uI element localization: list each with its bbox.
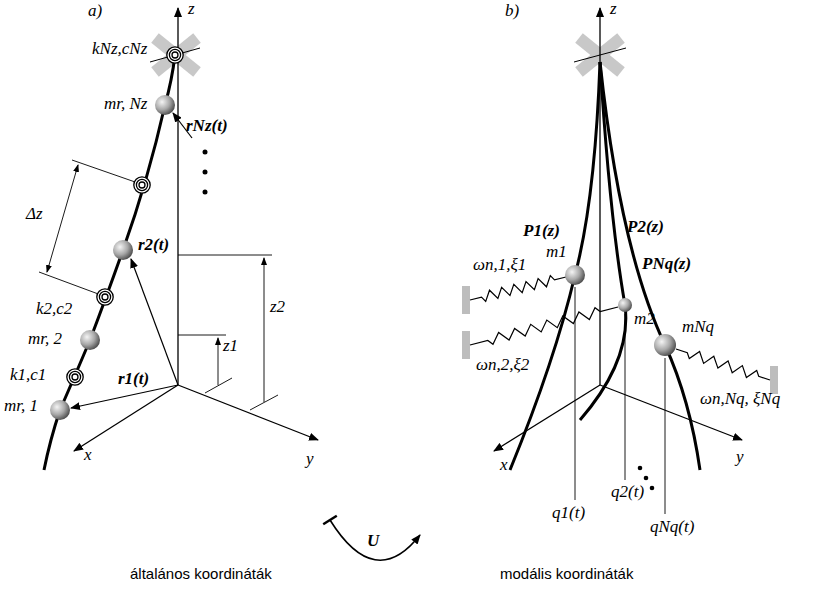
modal-masses <box>565 265 676 356</box>
support-cross <box>150 38 200 72</box>
lumped-masses <box>50 95 175 420</box>
modal-spring-label: ωn,1,ξ1 <box>473 256 526 275</box>
vector-label: r1(t) <box>118 370 149 389</box>
panel-caption: általános koordináták <box>130 565 272 582</box>
modal-spring-label: ωn,Nq, ξNq <box>700 390 780 409</box>
axis-label: y <box>736 448 744 467</box>
ellipsis-dots <box>203 150 208 195</box>
axis-label: x <box>84 446 92 465</box>
dimension-label: z2 <box>270 298 285 317</box>
axis-label: y <box>306 450 314 469</box>
rod <box>44 55 175 470</box>
mass-label: mr, 1 <box>4 397 38 416</box>
mass-label: mr, Nz <box>104 95 147 114</box>
axis-label: x <box>500 456 508 475</box>
spring-label: k2,c2 <box>36 300 72 319</box>
torsion-springs <box>67 47 183 385</box>
modal-spring-label: ωn,2,ξ2 <box>476 356 529 375</box>
dimension-label: z1 <box>223 337 238 356</box>
spring-label: kNz,cNz <box>92 40 147 59</box>
mode-shape-label: PNq(z) <box>642 255 691 274</box>
panel-caption: modális koordináták <box>500 565 633 582</box>
modal-displacement-lines <box>575 287 665 514</box>
position-vectors <box>71 113 192 408</box>
axis-label: z <box>188 0 195 19</box>
coordinate-panel: a) általános koordináták <box>0 0 330 590</box>
modal-coordinate-label: qNq(t) <box>650 518 694 537</box>
walls <box>462 286 778 394</box>
panel-letter: b) <box>505 2 519 21</box>
modal-coordinate-label: q1(t) <box>552 504 585 523</box>
modal-coordinate-label: q2(t) <box>611 483 644 502</box>
dimension-label: Δz <box>26 205 43 224</box>
axes <box>74 8 318 451</box>
transform-label: U <box>365 532 381 551</box>
transform-arrow <box>323 516 420 560</box>
mass-label: mNq <box>682 318 714 337</box>
mass-label: mr, 2 <box>28 330 62 349</box>
dimension-lines <box>178 255 278 410</box>
delta-z-bracket <box>39 160 138 295</box>
mode-shape-label: P1(z) <box>523 222 560 241</box>
axes <box>494 8 742 451</box>
spring-label: k1,c1 <box>10 366 46 385</box>
modal-springs <box>470 276 770 380</box>
mass-label: m1 <box>546 243 567 262</box>
axis-label: z <box>610 0 617 19</box>
mass-label: m2 <box>634 310 655 329</box>
mode-shape-label: P2(z) <box>627 218 664 237</box>
panel-letter: a) <box>88 2 102 21</box>
vector-label: r2(t) <box>138 236 169 255</box>
vector-label: rNz(t) <box>186 117 228 136</box>
coordinate-panel: b) modális koordináták <box>420 0 814 590</box>
mode-shapes <box>510 62 700 470</box>
